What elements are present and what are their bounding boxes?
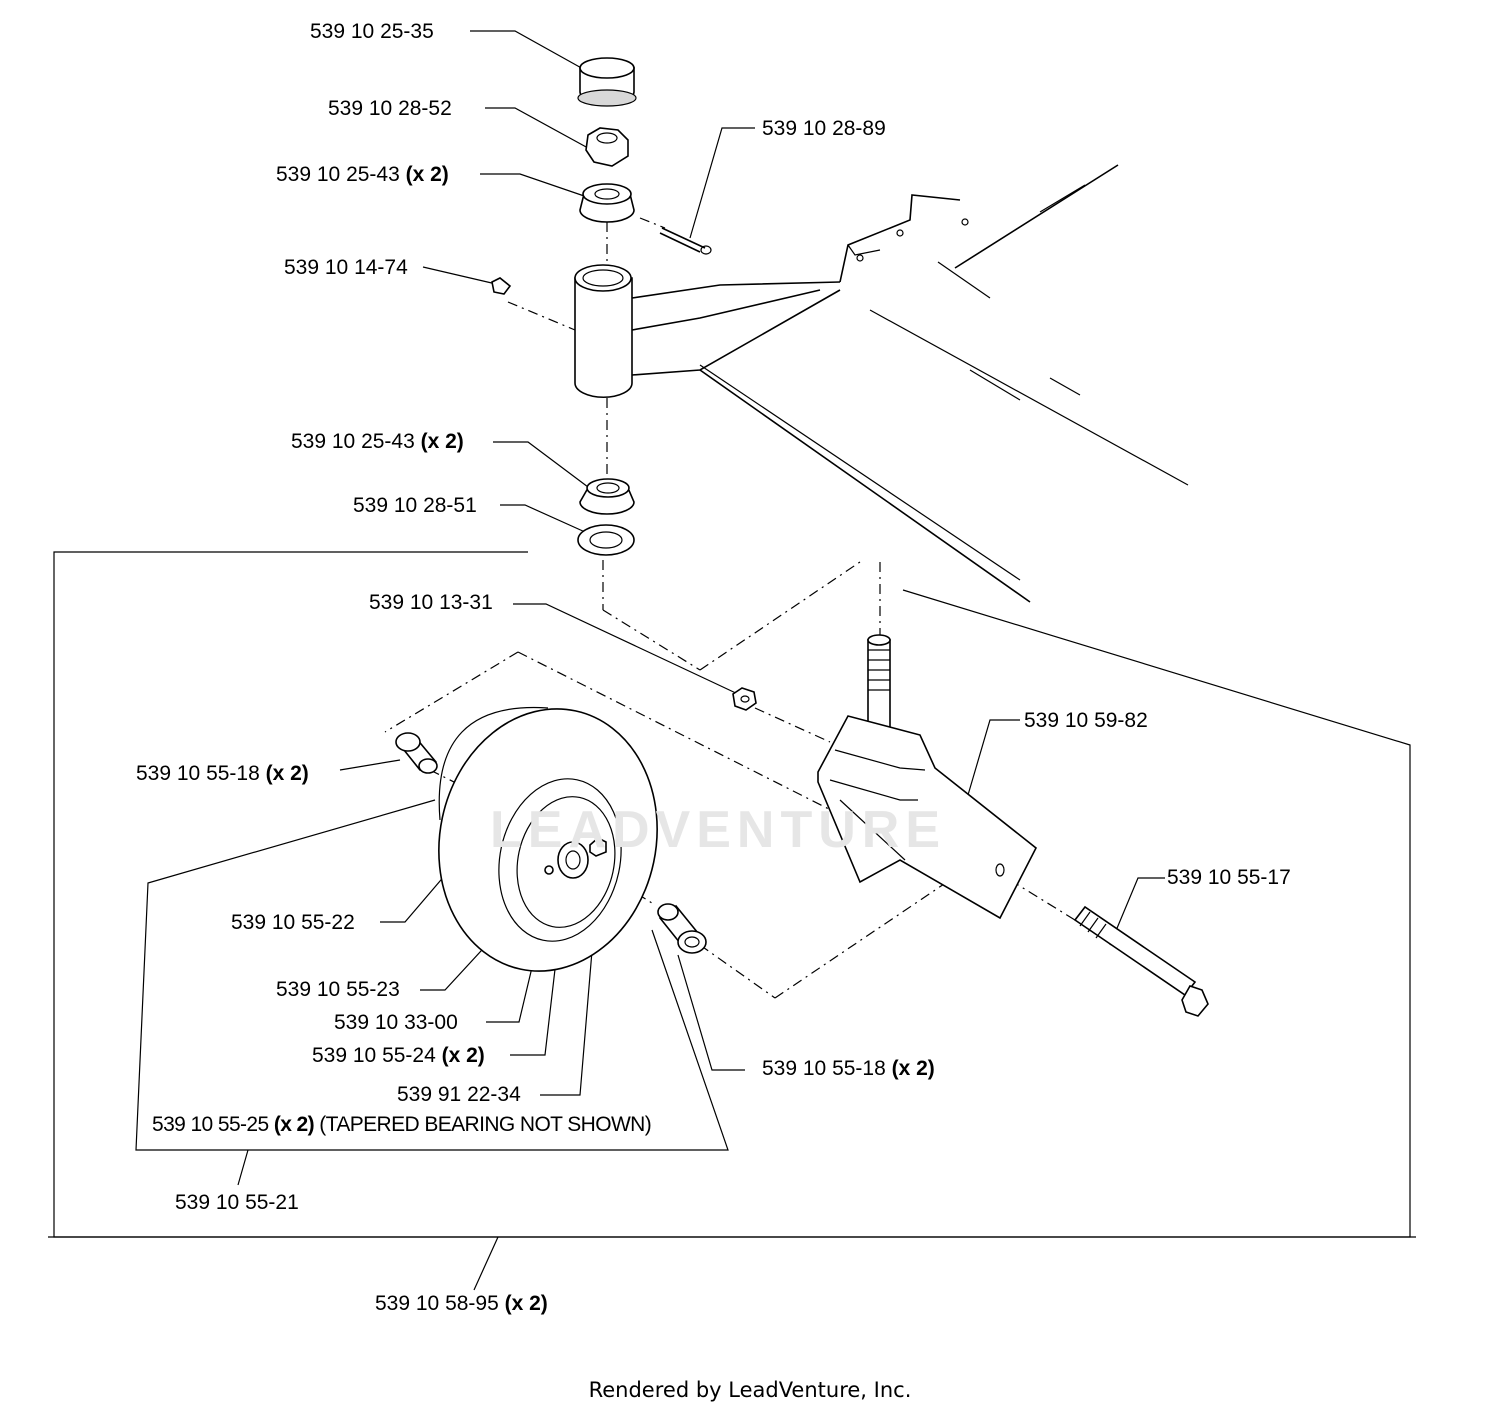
bearing-upper [579,183,635,223]
callout-bearing-cup: 539 10 28-51 [353,494,477,517]
deck-frame [631,164,1189,603]
caster-fork [817,715,1038,920]
callout-grease-zerk: 539 91 22-34 [397,1083,521,1106]
callout-caster-assembly: 539 10 58-95 (x 2) [375,1292,548,1315]
grease-fitting [491,277,512,295]
assembly-frame-55-21 [135,799,729,1151]
callout-valve-stem: 539 10 33-00 [334,1011,458,1034]
caster-tube [574,264,633,399]
lock-nut [732,687,757,711]
bearing-lower [579,478,635,515]
callout-rim: 539 10 55-23 [276,978,400,1001]
spacer-left [395,732,438,774]
callout-caster-fork: 539 10 59-82 [1024,709,1148,732]
callout-tapered-bearing: 539 10 55-25 (x 2) (TAPERED BEARING NOT … [152,1113,652,1136]
cotter-pin [659,227,712,255]
axle-bolt [1073,905,1209,1017]
callout-spacer-left: 539 10 55-18 (x 2) [136,762,309,785]
spacer-right [657,903,707,954]
callout-castle-nut: 539 10 28-52 [328,97,452,120]
callout-bearing-lower: 539 10 25-43 (x 2) [291,430,464,453]
callout-spacer-right: 539 10 55-18 (x 2) [762,1057,935,1080]
center-lines [384,217,1076,999]
bearing-cup [577,524,635,556]
castle-nut [585,127,629,167]
callout-cotter-pin: 539 10 28-89 [762,117,886,140]
callout-lock-nut: 539 10 13-31 [369,591,493,614]
leader-lines [237,30,1165,1291]
caster-wheel [438,706,658,972]
callout-tire: 539 10 55-22 [231,911,355,934]
dust-cap [577,57,637,107]
footer-credit: Rendered by LeadVenture, Inc. [588,1378,912,1402]
callout-axle-bolt: 539 10 55-17 [1167,866,1291,889]
callout-hub-nut: 539 10 55-24 (x 2) [312,1044,485,1067]
callout-dust-cap: 539 10 25-35 [310,20,434,43]
callout-wheel-assembly: 539 10 55-21 [175,1191,299,1214]
watermark: LEADVENTURE [490,801,947,859]
callout-grease-fitting: 539 10 14-74 [284,256,408,279]
callout-bearing-upper: 539 10 25-43 (x 2) [276,163,449,186]
